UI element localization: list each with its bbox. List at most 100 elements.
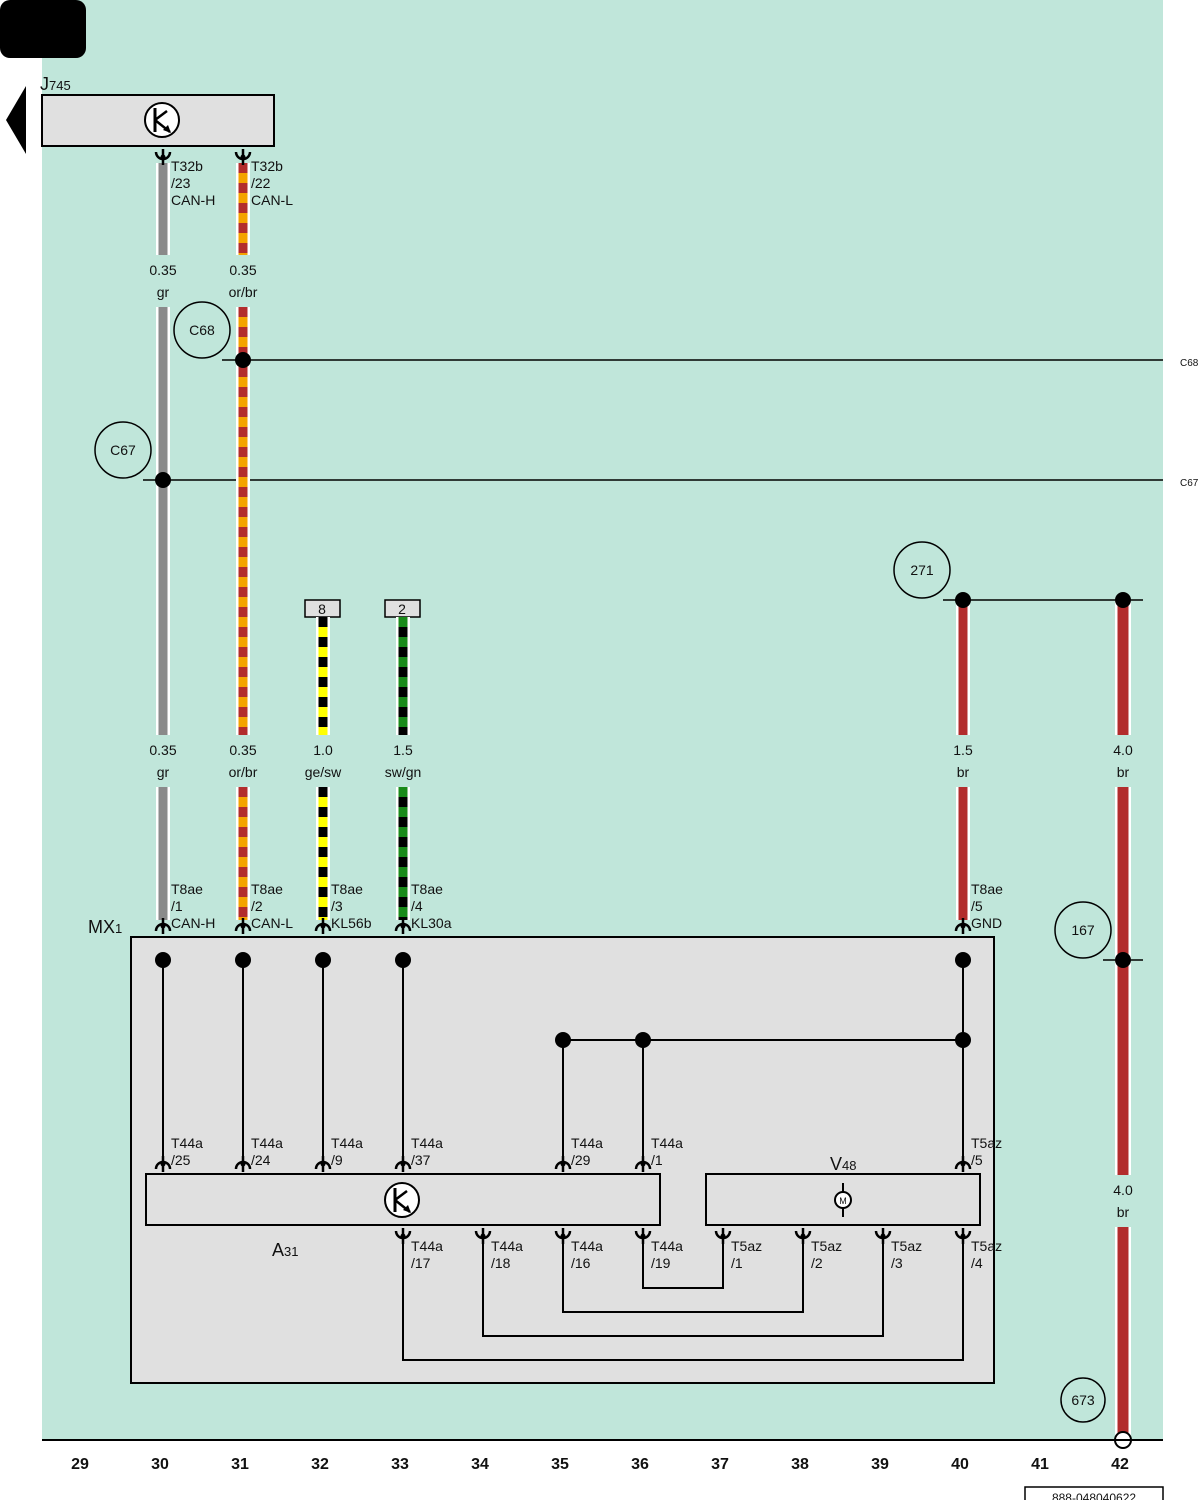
pin-label: /3 — [891, 1255, 903, 1271]
w31-color: or/br — [229, 764, 258, 780]
junction-dot — [235, 952, 251, 968]
pin-label: CAN-L — [251, 915, 293, 931]
pin-label: T44a — [331, 1135, 363, 1151]
a31-control-unit-icon — [384, 1182, 420, 1218]
grid-number: 34 — [471, 1456, 489, 1473]
ref-circle-673[interactable]: 673 — [1060, 1377, 1106, 1423]
pin-label: KL56b — [331, 915, 372, 931]
j745-label: J745 — [40, 74, 71, 94]
ref-circle-271-label: 271 — [910, 562, 934, 578]
internal-wiring — [162, 960, 964, 1361]
footer-code: 888-048040622 — [1052, 1491, 1136, 1500]
junction-dot — [955, 952, 971, 968]
pin-label: T32b — [171, 158, 203, 174]
connector-pin-a-37: T44a/37 — [394, 1135, 443, 1172]
pin-label: T5az — [971, 1238, 1002, 1254]
connector-pin-a-16: T44a/16 — [554, 1228, 603, 1271]
w33-color: sw/gn — [385, 764, 422, 780]
connector-pin-a-25: T44a/25 — [154, 1135, 203, 1172]
ref-circle-c67[interactable]: C67 — [94, 421, 152, 479]
junction-dot — [955, 592, 971, 608]
component-j745: J745 — [40, 74, 275, 147]
junction-dot — [155, 472, 171, 488]
pin-label: /5 — [971, 898, 983, 914]
a31-label: A31 — [272, 1240, 298, 1260]
pin-label: /19 — [651, 1255, 671, 1271]
ref-circle-167-label: 167 — [1071, 922, 1095, 938]
connector-pin-v-3: T5az/3 — [874, 1228, 922, 1271]
edge-label-c68: C68 — [1180, 358, 1199, 369]
ref-circle-c68[interactable]: C68 — [173, 301, 231, 359]
ref-circle-167[interactable]: 167 — [1054, 901, 1112, 959]
previous-page-arrow-icon[interactable] — [6, 86, 26, 154]
pin-label: T8ae — [331, 881, 363, 897]
w40-color: br — [957, 764, 970, 780]
pin-label: /2 — [251, 898, 263, 914]
motor-symbol: M — [839, 1196, 847, 1206]
pin-label: /1 — [731, 1255, 743, 1271]
pin-label: T44a — [571, 1135, 603, 1151]
pin-label: T44a — [651, 1238, 683, 1254]
pins-layer: T32b/23CAN-HT32b/22CAN-LT8ae/1CAN-HT8ae/… — [154, 149, 1003, 1271]
pin-label: T5az — [971, 1135, 1002, 1151]
pin-label: T44a — [651, 1135, 683, 1151]
grid-number: 37 — [711, 1456, 729, 1473]
pin-label: /17 — [411, 1255, 431, 1271]
pin-label: /37 — [411, 1152, 431, 1168]
junction-dots — [155, 352, 1131, 1048]
footer-code-box — [1024, 1486, 1164, 1500]
pin-label: /25 — [171, 1152, 191, 1168]
mx1-label: MX1 — [88, 917, 122, 937]
connector-pin-v-1: T5az/1 — [714, 1228, 762, 1271]
w31-upper-color: or/br — [229, 284, 258, 300]
wires-layer — [156, 163, 1131, 1440]
pin-label: /23 — [171, 175, 191, 191]
grid-number: 35 — [551, 1456, 569, 1473]
control-unit-icon — [144, 102, 180, 138]
connector-pin-v-4: T5az/4 — [954, 1228, 1002, 1271]
motor-icon: M — [834, 1183, 852, 1217]
pin-label: /18 — [491, 1255, 511, 1271]
pin-label: /2 — [811, 1255, 823, 1271]
junction-dot — [235, 352, 251, 368]
pin-label: T8ae — [411, 881, 443, 897]
pin-label: /1 — [651, 1152, 663, 1168]
w42-lower-color: br — [1117, 1204, 1130, 1220]
junction-dot — [1115, 952, 1131, 968]
grid-number: 29 — [71, 1456, 89, 1473]
pin-label: T8ae — [971, 881, 1003, 897]
ref-circle-673-label: 673 — [1071, 1392, 1095, 1408]
junction-dot — [395, 952, 411, 968]
v48-label: V48 — [830, 1154, 856, 1174]
ref-circle-271[interactable]: 271 — [893, 541, 951, 599]
ref-circle-c68-label: C68 — [189, 322, 215, 338]
pin-label: T8ae — [251, 881, 283, 897]
grid-number: 31 — [231, 1456, 249, 1473]
w40-gauge: 1.5 — [953, 742, 973, 758]
connector-pin-a-18: T44a/18 — [474, 1228, 523, 1271]
junction-dot — [635, 1032, 651, 1048]
pin-label: /5 — [971, 1152, 983, 1168]
pin-label: /9 — [331, 1152, 343, 1168]
connector-pin-a-24: T44a/24 — [234, 1135, 283, 1172]
w30-gauge: 0.35 — [149, 742, 176, 758]
grid-number: 38 — [791, 1456, 809, 1473]
junction-dot — [315, 952, 331, 968]
pin-label: CAN-L — [251, 192, 293, 208]
grid-number: 32 — [311, 1456, 329, 1473]
pin-label: T44a — [411, 1135, 443, 1151]
connector-pin-a-19: T44a/19 — [634, 1228, 683, 1271]
connector-pin-a-17: T44a/17 — [394, 1228, 443, 1271]
w30-upper-color: gr — [157, 284, 170, 300]
junction-dot — [955, 1032, 971, 1048]
w33-gauge: 1.5 — [393, 742, 413, 758]
fuse-box-8-label: 8 — [318, 601, 326, 617]
pin-label: T44a — [571, 1238, 603, 1254]
grid-number: 42 — [1111, 1456, 1129, 1473]
